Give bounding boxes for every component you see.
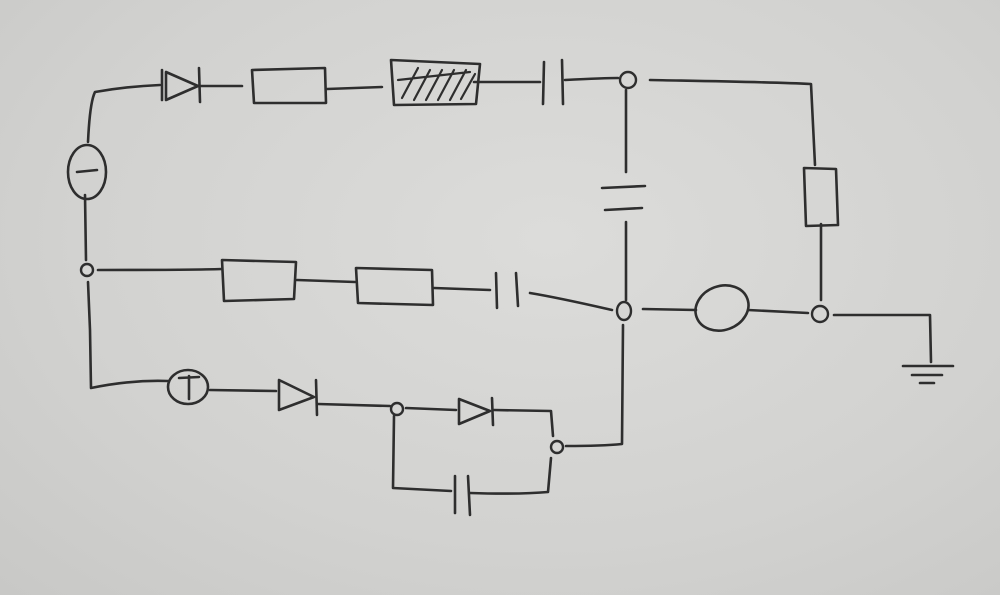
wire-bot-loop-right: [468, 456, 553, 495]
wire-mid-1: [96, 267, 224, 272]
resistor-mid-2: [354, 266, 435, 307]
resistor-far-right: [802, 166, 840, 228]
voltage-source-minus: [66, 143, 108, 201]
wire-mid-6: [746, 308, 810, 315]
ground-symbol: [901, 364, 955, 385]
wire-left-mid: [83, 193, 88, 262]
wire-bot-1: [208, 388, 278, 393]
junction-center: [615, 300, 633, 322]
diode-top: [160, 66, 202, 104]
resistor-top: [250, 66, 328, 105]
wire-mid-2: [295, 278, 357, 284]
diode-bottom-1: [277, 378, 319, 417]
wire-mid-3: [432, 286, 492, 292]
wire-bot-2: [316, 402, 392, 408]
voltage-source-plus: [166, 368, 210, 406]
wire-top-2: [325, 85, 384, 91]
wire-mid-4: [528, 291, 614, 312]
wire-bot-4: [492, 408, 555, 438]
capacitor-bottom: [453, 474, 472, 517]
wire-left-bottom: [86, 280, 170, 390]
junction-bottom-right: [549, 439, 565, 455]
wire-mid-5: [641, 307, 698, 312]
diode-bottom-2: [457, 396, 495, 427]
lamp: [694, 284, 750, 332]
wire-left-top: [86, 83, 162, 144]
capacitor-vertical: [600, 184, 647, 212]
junction-top-right: [618, 70, 638, 90]
wire-top-4: [563, 76, 620, 82]
junction-left-mid: [79, 262, 95, 278]
variable-resistor-hatched: [389, 58, 482, 107]
wire-bot-3: [404, 406, 458, 412]
wire-ground: [832, 313, 933, 364]
junction-bottom-mid: [389, 401, 405, 417]
wires: [83, 76, 933, 495]
wire-bot-loop-left: [391, 414, 453, 493]
wire-top-right: [648, 78, 817, 167]
junctions: [79, 70, 830, 455]
wire-bot-return: [564, 323, 625, 448]
capacitor-top: [541, 58, 565, 106]
junction-right: [810, 304, 830, 324]
resistor-mid-1: [220, 258, 298, 303]
capacitor-mid: [494, 271, 520, 310]
